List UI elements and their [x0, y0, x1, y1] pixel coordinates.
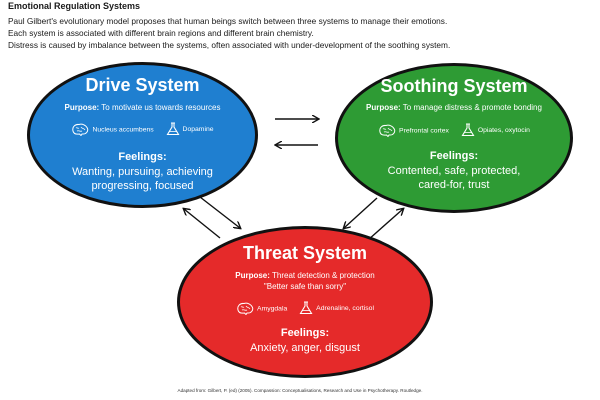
- threat-purpose: Purpose: Threat detection & protection: [180, 271, 430, 280]
- chemistry-item: Adrenaline, cortisol: [299, 301, 374, 315]
- brain-region-item: Amygdala: [236, 302, 287, 315]
- brain-region-label: Prefrontal cortex: [399, 126, 449, 134]
- chemistry-label: Opiates, oxytocin: [477, 126, 530, 134]
- purpose-text: Threat detection & protection: [272, 271, 375, 280]
- threat-feelings: Anxiety, anger, disgust: [192, 341, 418, 355]
- threat-motto: "Better safe than sorry": [263, 282, 347, 291]
- feelings-line: Wanting, pursuing, achieving: [72, 166, 213, 178]
- intro-line: Distress is caused by imbalance between …: [8, 40, 451, 50]
- drive-purpose: Purpose: To motivate us towards resource…: [30, 103, 255, 112]
- flask-icon: [299, 301, 313, 315]
- soothing-chemistry-row: Prefrontal cortex Opiates, oxytocin: [338, 123, 570, 137]
- purpose-label: Purpose:: [235, 271, 270, 280]
- brain-icon: [379, 124, 396, 137]
- chemistry-item: Opiates, oxytocin: [461, 123, 530, 137]
- arrow-threat-to-soothing: [367, 209, 403, 241]
- threat-system-ellipse: Threat System Purpose: Threat detection …: [177, 226, 433, 378]
- chemistry-label: Dopamine: [182, 125, 214, 133]
- arrow-threat-to-drive: [184, 209, 221, 239]
- feelings-label: Feelings:: [280, 327, 330, 339]
- feelings-label: Feelings:: [118, 151, 167, 163]
- source-citation: Adapted from: Gilbert, P. (ed) (2005). C…: [177, 388, 423, 393]
- brain-region-label: Amygdala: [257, 304, 288, 312]
- brain-region-item: Nucleus accumbens: [71, 123, 154, 136]
- threat-system-title: Threat System: [242, 243, 368, 263]
- purpose-label: Purpose:: [366, 103, 401, 112]
- purpose-label: Purpose:: [64, 103, 100, 112]
- soothing-feelings: Contented, safe, protected, cared-for, t…: [350, 164, 558, 192]
- feelings-line: Contented, safe, protected,: [387, 165, 521, 177]
- page-title: Emotional Regulation Systems: [8, 1, 141, 11]
- drive-chemistry-row: Nucleus accumbens Dopamine: [30, 122, 255, 136]
- drive-feelings: Wanting, pursuing, achieving progressing…: [42, 165, 243, 193]
- chemistry-label: Adrenaline, cortisol: [316, 304, 374, 312]
- soothing-system-title: Soothing System: [380, 76, 528, 96]
- intro-line: Paul Gilbert's evolutionary model propos…: [8, 16, 448, 26]
- brain-region-label: Nucleus accumbens: [92, 125, 154, 133]
- chemistry-item: Dopamine: [166, 122, 214, 136]
- soothing-system-ellipse: Soothing System Purpose: To manage distr…: [335, 63, 573, 213]
- feelings-line: cared-for, trust: [418, 179, 490, 191]
- feelings-label: Feelings:: [429, 150, 479, 162]
- intro-line: Each system is associated with different…: [8, 28, 314, 38]
- soothing-purpose: Purpose: To manage distress & promote bo…: [338, 103, 570, 112]
- intro-text: Paul Gilbert's evolutionary model propos…: [8, 15, 593, 51]
- brain-region-item: Prefrontal cortex: [378, 124, 449, 137]
- flask-icon: [461, 123, 475, 137]
- brain-icon: [237, 302, 254, 315]
- drive-system-ellipse: Drive System Purpose: To motivate us tow…: [27, 62, 258, 208]
- purpose-text: To motivate us towards resources: [101, 103, 221, 112]
- arrow-drive-to-threat: [199, 196, 240, 228]
- arrow-soothing-to-threat: [344, 197, 378, 228]
- brain-icon: [72, 123, 89, 136]
- feelings-line: progressing, focused: [91, 180, 194, 192]
- feelings-line: Anxiety, anger, disgust: [250, 342, 360, 354]
- drive-system-title: Drive System: [85, 75, 200, 95]
- threat-chemistry-row: Amygdala Adrenaline, cortisol: [180, 301, 430, 315]
- purpose-text: To manage distress & promote bonding: [402, 103, 542, 112]
- flask-icon: [166, 122, 180, 136]
